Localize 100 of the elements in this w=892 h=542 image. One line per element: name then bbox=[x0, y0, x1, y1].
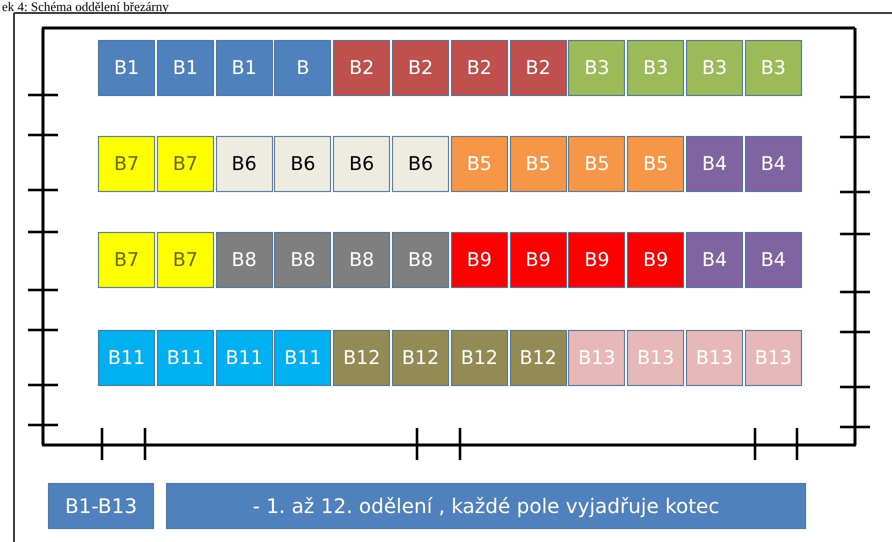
pen-cell bbox=[333, 136, 390, 192]
pen-label: B3 bbox=[760, 57, 786, 79]
pen-cell bbox=[156, 40, 214, 96]
pen-label: B bbox=[296, 57, 310, 79]
pen-label: B4 bbox=[702, 153, 728, 175]
pen-label: B5 bbox=[643, 153, 668, 175]
pen-label: B3 bbox=[584, 57, 610, 79]
pen-cell bbox=[392, 330, 449, 386]
pen-label: B3 bbox=[702, 57, 728, 79]
pen-cell bbox=[450, 232, 508, 288]
pen-cell bbox=[627, 40, 684, 96]
pen-label: B13 bbox=[754, 347, 792, 369]
pen-label: B12 bbox=[402, 347, 440, 369]
pen-label: B1 bbox=[232, 57, 257, 79]
pen-label: B11 bbox=[225, 347, 263, 369]
pen-label: B7 bbox=[172, 249, 198, 271]
pen-label: B11 bbox=[284, 347, 322, 369]
pen-cell bbox=[510, 136, 567, 192]
pen-label: B1-B13 bbox=[64, 494, 138, 518]
pen-cell bbox=[627, 136, 684, 192]
pen-label: - 1. až 12. odělení , každé pole vyjadřuje kotec bbox=[252, 494, 720, 518]
pen-cell bbox=[686, 330, 743, 386]
pen-label: B8 bbox=[349, 249, 374, 271]
pen-label: B5 bbox=[466, 153, 492, 175]
pen-label: B4 bbox=[702, 249, 728, 271]
pen-cell bbox=[686, 136, 743, 192]
pen-cell bbox=[568, 232, 626, 288]
pen-cell bbox=[216, 330, 273, 386]
pen-cell bbox=[686, 232, 743, 288]
pen-label: B12 bbox=[519, 347, 557, 369]
pen-label: B9 bbox=[466, 249, 492, 271]
pen-cell bbox=[274, 232, 332, 288]
pen-label: B5 bbox=[584, 153, 610, 175]
pen-label: B12 bbox=[460, 347, 498, 369]
pen-cell bbox=[216, 232, 273, 288]
pen-cell bbox=[510, 330, 567, 386]
figure-title: ek 4: Schéma oddělení březárny bbox=[2, 0, 169, 13]
pen-label: B6 bbox=[349, 153, 374, 175]
pen-label: B6 bbox=[232, 153, 257, 175]
pen-cell bbox=[392, 136, 449, 192]
pen-label: B7 bbox=[114, 153, 140, 175]
pen-cell bbox=[333, 330, 390, 386]
pen-label: B8 bbox=[408, 249, 434, 271]
legend-description bbox=[166, 483, 806, 529]
pen-label: B9 bbox=[584, 249, 610, 271]
legend-key bbox=[48, 483, 154, 529]
pen-label: B8 bbox=[232, 249, 257, 271]
pen-label: B1 bbox=[172, 57, 198, 79]
pen-cell bbox=[744, 330, 802, 386]
pen-label: B4 bbox=[760, 249, 786, 271]
pen-label: B4 bbox=[760, 153, 786, 175]
pen-cell bbox=[568, 330, 626, 386]
pen-cell bbox=[744, 232, 802, 288]
pen-cell bbox=[392, 40, 449, 96]
pen-cell bbox=[450, 40, 508, 96]
pen-cell bbox=[216, 40, 273, 96]
pen-cell bbox=[392, 232, 449, 288]
pen-label: B13 bbox=[578, 347, 616, 369]
pen-cell bbox=[450, 330, 508, 386]
pen-label: B5 bbox=[526, 153, 551, 175]
pen-label: B11 bbox=[108, 347, 146, 369]
pen-cell bbox=[744, 40, 802, 96]
pen-label: B7 bbox=[114, 249, 140, 271]
pen-label: B6 bbox=[290, 153, 316, 175]
pen-cell bbox=[156, 232, 214, 288]
pen-cell bbox=[274, 40, 332, 96]
pen-cell bbox=[98, 40, 155, 96]
pen-label: B2 bbox=[349, 57, 374, 79]
pen-cell bbox=[156, 136, 214, 192]
pen-label: B13 bbox=[696, 347, 734, 369]
pen-cell bbox=[627, 330, 684, 386]
pen-cell bbox=[274, 136, 332, 192]
pen-label: B2 bbox=[466, 57, 492, 79]
pen-cell bbox=[98, 232, 155, 288]
pen-label: B7 bbox=[172, 153, 198, 175]
pen-cell bbox=[568, 40, 626, 96]
pen-label: B2 bbox=[408, 57, 434, 79]
pen-cell bbox=[156, 330, 214, 386]
pen-cell bbox=[274, 330, 332, 386]
pen-label: B8 bbox=[290, 249, 316, 271]
pen-label: B9 bbox=[643, 249, 668, 271]
pen-label: B11 bbox=[166, 347, 204, 369]
pen-cell bbox=[510, 232, 567, 288]
pen-label: B1 bbox=[114, 57, 140, 79]
pen-cell bbox=[568, 136, 626, 192]
pen-cell bbox=[450, 136, 508, 192]
pen-label: B9 bbox=[526, 249, 551, 271]
pen-cell bbox=[98, 136, 155, 192]
pen-cell bbox=[216, 136, 273, 192]
pen-label: B2 bbox=[526, 57, 551, 79]
pen-cell bbox=[627, 232, 684, 288]
pen-label: B3 bbox=[643, 57, 668, 79]
pen-cell bbox=[333, 232, 390, 288]
pen-label: B12 bbox=[343, 347, 380, 369]
pen-label: B13 bbox=[637, 347, 674, 369]
pen-cell bbox=[98, 330, 155, 386]
pen-label: B6 bbox=[408, 153, 434, 175]
pen-cell bbox=[333, 40, 390, 96]
pen-cell bbox=[510, 40, 567, 96]
pen-cell bbox=[686, 40, 743, 96]
